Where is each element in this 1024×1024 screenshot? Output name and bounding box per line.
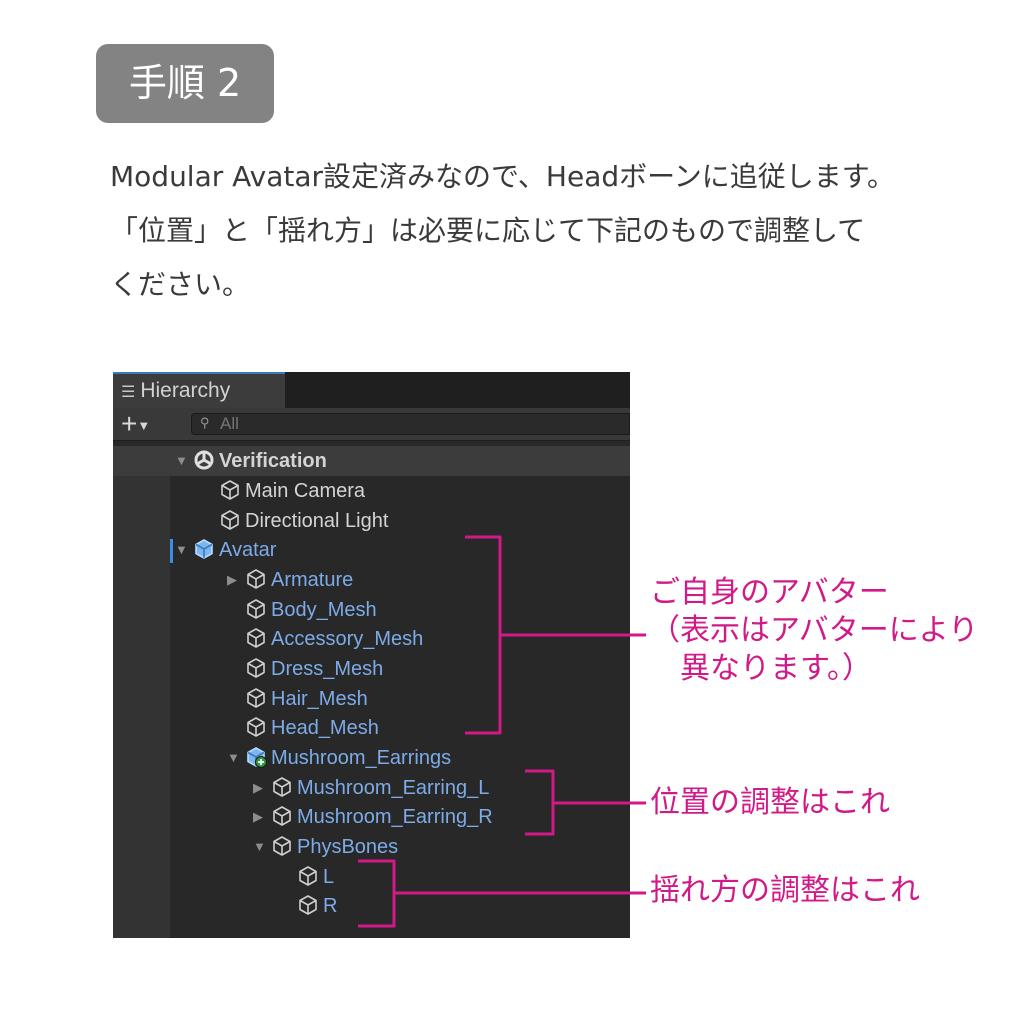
hierarchy-row[interactable]: Body_Mesh [227,595,377,625]
position-annotation: 位置の調整はこれ [650,785,890,820]
hierarchy-row[interactable]: ▼ Verification [175,446,327,476]
hierarchy-row[interactable]: ▼ PhysBones [253,832,398,862]
gameobject-icon [245,598,267,620]
row-label: Directional Light [245,510,389,532]
gameobject-icon [271,805,293,827]
selection-marker [170,539,173,563]
plus-icon: + [121,408,138,439]
row-label: Body_Mesh [271,599,377,621]
hierarchy-row[interactable]: ▼ Mushroom_Earrings [227,743,451,773]
sway-bracket [358,859,646,928]
tab-hierarchy[interactable]: ☰Hierarchy [113,372,285,408]
collapse-arrow-icon[interactable]: ▶ [227,572,237,587]
step-badge: 手順 2 [96,44,274,123]
hierarchy-row[interactable]: Dress_Mesh [227,654,383,684]
hierarchy-row[interactable]: Main Camera [201,476,365,506]
hierarchy-row[interactable]: R [279,891,337,921]
search-box[interactable]: ⚲ [191,413,630,435]
gameobject-icon [297,865,319,887]
row-label: PhysBones [297,836,399,858]
annotation-line: （表示はアバターにより [650,613,979,648]
scene-row-highlight [113,446,630,476]
description-line: ください。 [110,268,251,301]
tab-label: Hierarchy [140,379,231,402]
hierarchy-row[interactable]: L [279,862,334,892]
row-label: Head_Mesh [271,717,379,739]
sway-annotation: 揺れ方の調整はこれ [650,873,920,908]
description-line: Modular Avatar設定済みなので、Headボーンに追従します。 [110,160,895,193]
avatar-bracket [465,535,646,735]
expand-arrow-icon[interactable]: ▼ [253,839,266,854]
collapse-arrow-icon[interactable]: ▶ [253,780,263,795]
hierarchy-gutter [113,476,170,938]
dropdown-caret-icon: ▼ [137,418,151,434]
gameobject-icon [271,776,293,798]
prefab-icon [193,538,215,560]
hierarchy-row[interactable]: ▶ Mushroom_Earring_L [253,773,489,803]
gameobject-icon [297,894,319,916]
gameobject-icon [245,687,267,709]
create-button[interactable]: +▼ [121,408,150,441]
row-label: Mushroom_Earring_L [297,777,490,799]
row-label: Accessory_Mesh [271,628,424,650]
hierarchy-row[interactable]: Head_Mesh [227,713,379,743]
collapse-arrow-icon[interactable]: ▶ [253,809,263,824]
gameobject-icon [245,716,267,738]
avatar-annotation: ご自身のアバター （表示はアバターにより 異なります。） [650,574,978,688]
gameobject-icon [219,509,241,531]
gameobject-icon [219,479,241,501]
gameobject-icon [271,835,293,857]
expand-arrow-icon[interactable]: ▼ [227,750,240,765]
row-label: Avatar [219,539,277,561]
hierarchy-row[interactable]: ▶ Armature [227,565,353,595]
row-label: Hair_Mesh [271,688,368,710]
position-bracket [525,769,646,836]
prefab-added-icon [245,746,267,769]
gameobject-icon [245,657,267,679]
description: Modular Avatar設定済みなので、Headボーンに追従します。 「位置… [110,150,990,312]
annotation-line: 異なります。） [650,651,872,686]
row-label: R [323,895,338,917]
hierarchy-row[interactable]: ▶ Mushroom_Earring_R [253,802,493,832]
description-line: 「位置」と「揺れ方」は必要に応じて下記のもので調整して [110,214,866,247]
list-icon: ☰ [121,384,136,401]
hierarchy-row[interactable]: Accessory_Mesh [227,624,423,654]
hierarchy-row[interactable]: Directional Light [201,506,388,536]
gameobject-icon [245,568,267,590]
hierarchy-row[interactable]: Hair_Mesh [227,684,368,714]
hierarchy-toolbar: +▼ ⚲ [113,408,630,441]
hierarchy-row[interactable]: ▼ Avatar [175,535,276,565]
expand-arrow-icon[interactable]: ▼ [175,542,188,557]
unity-scene-icon [193,449,215,471]
row-label: Main Camera [245,480,366,502]
gameobject-icon [245,627,267,649]
tab-bar: ☰Hierarchy [113,372,630,408]
row-label: Armature [271,569,354,591]
search-icon: ⚲ [200,415,210,430]
row-label: Mushroom_Earrings [271,747,452,769]
search-input[interactable] [220,414,620,434]
annotation-line: ご自身のアバター [650,575,889,610]
row-label: L [323,866,335,888]
row-label: Dress_Mesh [271,658,384,680]
row-label: Verification [219,450,327,472]
row-label: Mushroom_Earring_R [297,806,493,828]
expand-arrow-icon[interactable]: ▼ [175,453,188,468]
